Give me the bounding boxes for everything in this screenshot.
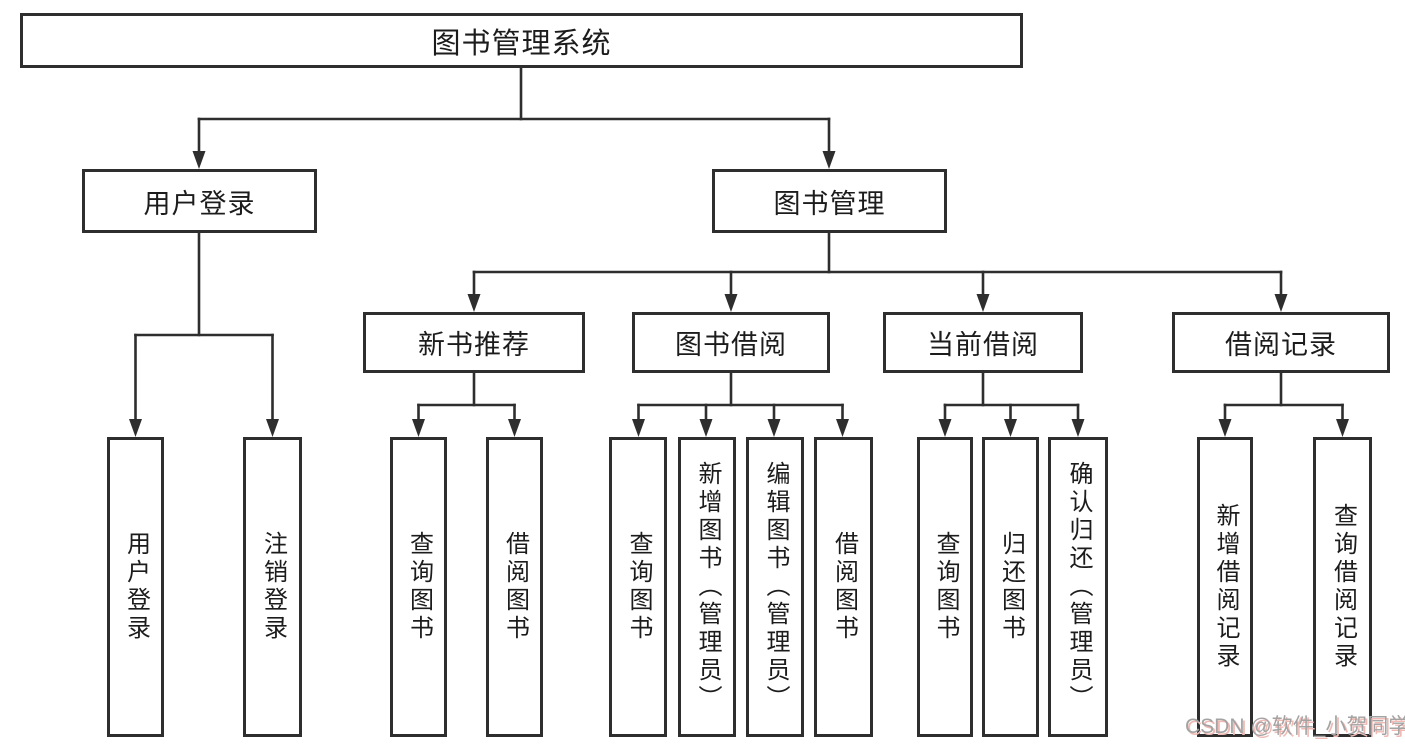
leaf-borrow-books-recommend: 借阅图书 (486, 437, 543, 737)
leaf-label: 新增借阅记录 (1212, 503, 1239, 671)
leaf-confirm-return-admin: 确认归还（管理员） (1048, 437, 1108, 737)
csdn-watermark: CSDN @软件_小贺同学 (1185, 715, 1405, 738)
leaf-borrow-books: 借阅图书 (814, 437, 873, 737)
node-label: 当前借阅 (927, 330, 1039, 360)
leaf-edit-books-admin: 编辑图书（管理员） (746, 437, 804, 737)
leaf-label: 查询图书 (932, 531, 959, 643)
node-label: 用户登录 (143, 188, 256, 219)
node-book-borrow: 图书借阅 (632, 312, 830, 373)
leaf-label: 确认归还（管理员） (1065, 461, 1092, 713)
node-borrow-records: 借阅记录 (1172, 312, 1390, 373)
leaf-label: 编辑图书（管理员） (762, 461, 789, 713)
leaf-label: 借阅图书 (501, 531, 529, 643)
leaf-label: 查询图书 (405, 531, 433, 643)
node-label: 借阅记录 (1225, 330, 1337, 360)
leaf-label: 注销登录 (259, 531, 287, 643)
leaf-label: 归还图书 (997, 531, 1025, 643)
leaf-logout: 注销登录 (243, 437, 302, 737)
node-new-book-recommend: 新书推荐 (363, 312, 585, 373)
leaf-return-books: 归还图书 (982, 437, 1039, 737)
leaf-query-books-borrow: 查询图书 (609, 437, 667, 737)
leaf-query-books-current: 查询图书 (917, 437, 973, 737)
leaf-query-books-recommend: 查询图书 (390, 437, 447, 737)
node-book-management: 图书管理 (712, 169, 947, 233)
node-user-login: 用户登录 (82, 169, 317, 233)
node-label: 图书管理 (773, 188, 886, 219)
node-label: 图书借阅 (675, 330, 787, 360)
leaf-add-borrow-record: 新增借阅记录 (1197, 437, 1253, 737)
leaf-query-borrow-record: 查询借阅记录 (1313, 437, 1372, 737)
node-system-root: 图书管理系统 (20, 13, 1023, 68)
leaf-add-books-admin: 新增图书（管理员） (678, 437, 736, 737)
leaf-label: 查询图书 (625, 531, 652, 643)
node-label: 图书管理系统 (431, 27, 612, 60)
node-current-borrow: 当前借阅 (883, 312, 1083, 373)
leaf-label: 查询借阅记录 (1329, 503, 1357, 671)
leaf-label: 借阅图书 (830, 531, 858, 643)
leaf-label: 用户登录 (122, 531, 150, 643)
leaf-label: 新增图书（管理员） (694, 461, 721, 713)
node-label: 新书推荐 (418, 330, 530, 360)
leaf-user-login: 用户登录 (107, 437, 164, 737)
